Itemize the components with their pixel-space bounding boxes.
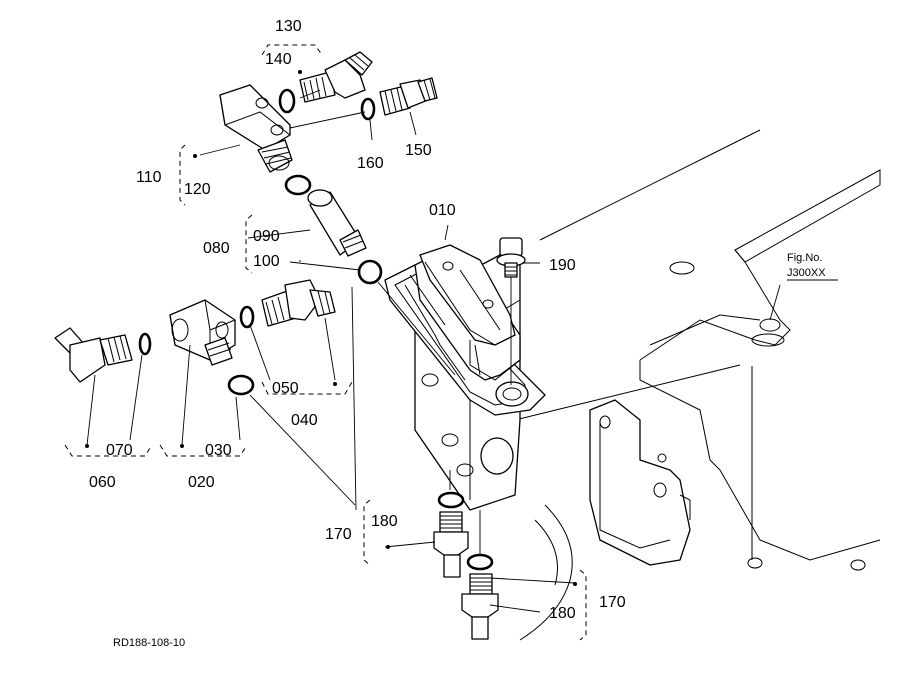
connector-block-110 bbox=[219, 84, 293, 173]
o-ring-180a bbox=[437, 491, 465, 509]
o-ring-160 bbox=[360, 97, 376, 121]
group-brackets bbox=[64, 44, 587, 641]
o-ring-050 bbox=[239, 305, 255, 329]
o-ring-140 bbox=[278, 88, 296, 114]
label-080: 080 bbox=[203, 240, 230, 257]
label-140: 140 bbox=[265, 51, 292, 68]
valve-body-010 bbox=[384, 244, 546, 511]
label-180-upper: 180 bbox=[371, 513, 398, 530]
label-170-left: 170 bbox=[325, 526, 352, 543]
chassis-frame bbox=[514, 129, 881, 641]
o-ring-upper bbox=[284, 174, 312, 196]
label-050: 050 bbox=[272, 380, 299, 397]
label-150: 150 bbox=[405, 142, 432, 159]
elbow-fitting-060 bbox=[54, 327, 133, 383]
o-ring-070 bbox=[138, 332, 152, 356]
fitting-180a bbox=[433, 511, 469, 578]
part-labels: 130 140 150 160 110 120 010 090 080 100 … bbox=[89, 18, 626, 622]
label-120: 120 bbox=[184, 181, 211, 198]
label-090: 090 bbox=[253, 228, 280, 245]
label-110: 110 bbox=[136, 169, 162, 186]
fig-ref-label: Fig.No. bbox=[787, 252, 822, 264]
elbow-fitting-130 bbox=[299, 51, 373, 103]
reference-dots bbox=[85, 70, 577, 586]
label-030: 030 bbox=[205, 442, 232, 459]
label-020: 020 bbox=[188, 474, 215, 491]
drawing-code: RD188-108-10 bbox=[113, 637, 185, 649]
label-130: 130 bbox=[275, 18, 302, 35]
label-060: 060 bbox=[89, 474, 116, 491]
fitting-180b bbox=[461, 573, 499, 640]
figure-reference: Fig.No. J300XX bbox=[787, 252, 838, 281]
label-010: 010 bbox=[429, 202, 456, 219]
label-190: 190 bbox=[549, 257, 576, 274]
elbow-block-020 bbox=[169, 299, 236, 366]
label-160: 160 bbox=[357, 155, 384, 172]
o-ring-100 bbox=[357, 259, 383, 285]
elbow-fitting-040 bbox=[261, 279, 336, 327]
fig-ref-number: J300XX bbox=[787, 267, 826, 279]
cylinder-090 bbox=[307, 189, 367, 257]
o-ring-180b bbox=[466, 553, 494, 571]
label-070: 070 bbox=[106, 442, 133, 459]
label-170-right: 170 bbox=[599, 594, 626, 611]
straight-fitting-150 bbox=[379, 77, 438, 116]
bolt-190 bbox=[496, 237, 526, 278]
o-ring-030 bbox=[227, 374, 255, 396]
label-100: 100 bbox=[253, 253, 280, 270]
leader-lines bbox=[86, 89, 781, 613]
label-180-lower: 180 bbox=[549, 605, 576, 622]
label-040: 040 bbox=[291, 412, 318, 429]
